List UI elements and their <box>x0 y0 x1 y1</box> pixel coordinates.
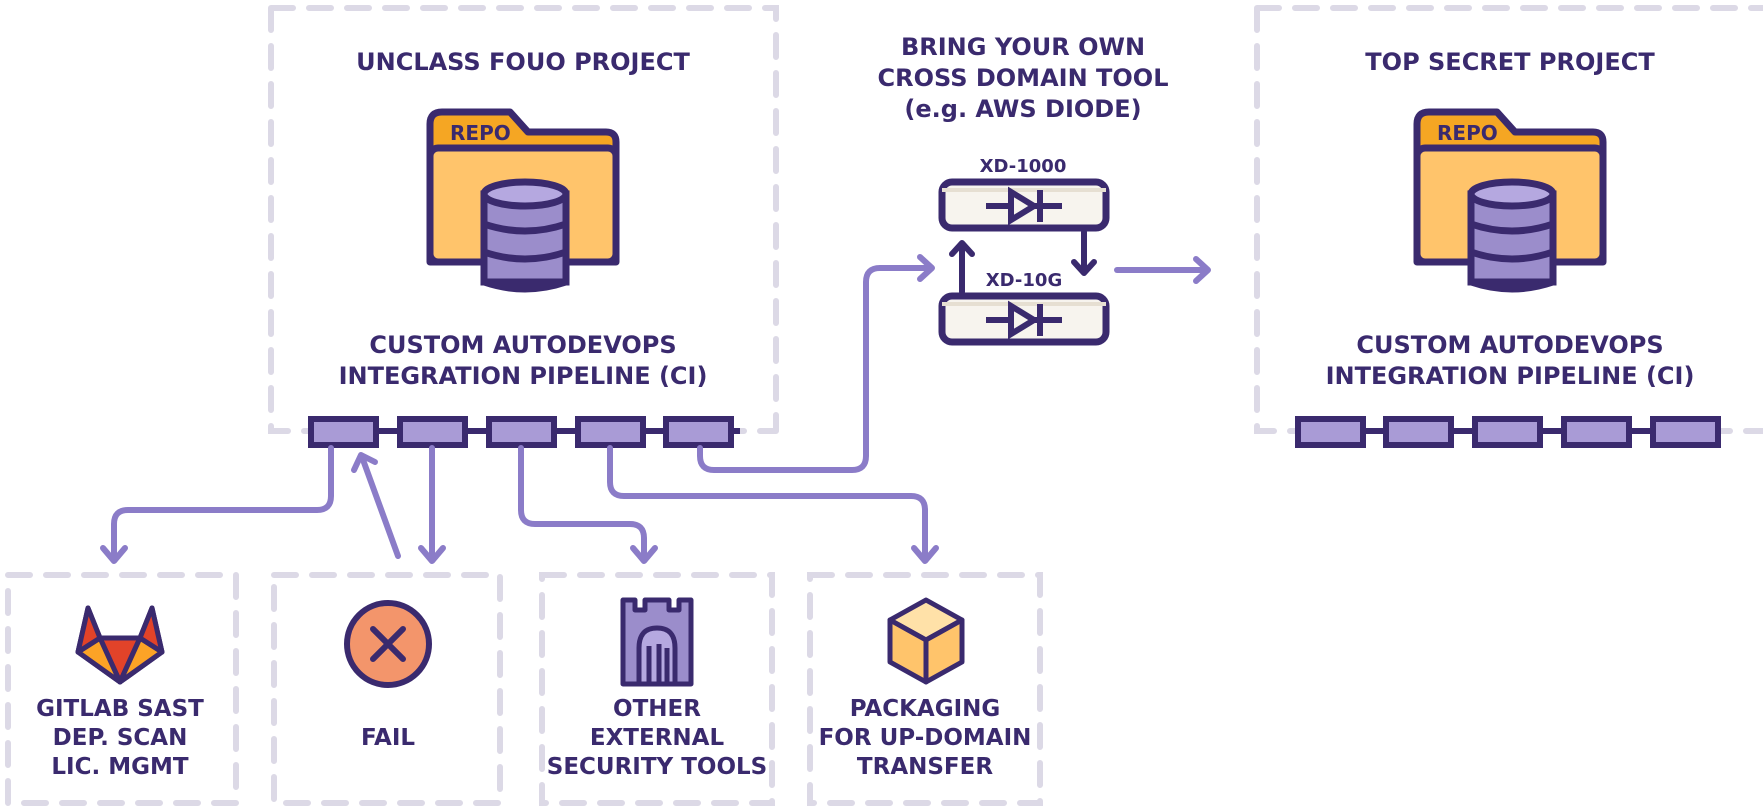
diode-icon <box>986 186 1062 226</box>
left-pipeline-label-1: CUSTOM AUTODEVOPS <box>369 331 676 359</box>
right-repo-folder-icon: REPO <box>1413 108 1607 293</box>
pipeline-stage-4[interactable] <box>575 416 646 448</box>
cross-domain-title-1: BRING YOUR OWN <box>901 33 1145 61</box>
device2-label: XD-10G <box>986 270 1062 291</box>
tool-frame-fail <box>271 572 503 806</box>
pipeline-stage-1[interactable] <box>1295 416 1366 448</box>
pipeline-stage-3[interactable] <box>486 416 557 448</box>
tool-frame-gitlab <box>5 572 239 806</box>
svg-text:LIC. MGMT: LIC. MGMT <box>51 754 188 780</box>
gitlab-fox-icon <box>75 605 165 685</box>
left-repo-label: REPO <box>450 121 511 145</box>
right-pipeline-label-1: CUSTOM AUTODEVOPS <box>1356 331 1663 359</box>
tool-label-fail: FAIL <box>361 725 415 751</box>
right-project-title: TOP SECRET PROJECT <box>1365 48 1655 76</box>
svg-text:PACKAGING: PACKAGING <box>850 696 1001 722</box>
device-loop-arrows <box>949 229 1097 295</box>
tool-label-packaging: PACKAGING FOR UP-DOMAIN TRANSFER <box>819 696 1032 780</box>
arrow-to-gitlab <box>111 445 334 563</box>
database-icon <box>480 178 570 293</box>
arrow-from-fail <box>359 454 401 559</box>
right-pipeline <box>1295 416 1721 448</box>
device-xd-1000 <box>938 178 1110 232</box>
tool-frame-external <box>539 572 775 806</box>
svg-text:TRANSFER: TRANSFER <box>857 754 993 780</box>
pipeline-stage-2[interactable] <box>397 416 468 448</box>
svg-text:GITLAB SAST: GITLAB SAST <box>36 696 204 722</box>
left-project-title: UNCLASS FOUO PROJECT <box>356 48 690 76</box>
connector-arrows <box>100 254 1211 564</box>
svg-text:SECURITY TOOLS: SECURITY TOOLS <box>547 754 767 780</box>
diode-icon <box>986 300 1062 340</box>
cross-domain-title-2: CROSS DOMAIN TOOL <box>878 64 1169 92</box>
tool-label-external: OTHER EXTERNAL SECURITY TOOLS <box>547 696 767 780</box>
cross-domain-title-3: (e.g. AWS DIODE) <box>904 95 1141 123</box>
arrow-to-packaging <box>607 445 928 563</box>
x-circle-icon <box>344 600 432 688</box>
svg-text:FOR UP-DOMAIN: FOR UP-DOMAIN <box>819 725 1032 751</box>
left-pipeline-label-2: INTEGRATION PIPELINE (CI) <box>339 362 708 390</box>
svg-text:FAIL: FAIL <box>361 725 415 751</box>
left-pipeline <box>308 416 740 448</box>
pipeline-stage-1[interactable] <box>308 416 379 448</box>
svg-text:OTHER: OTHER <box>613 696 701 722</box>
arrow-to-cross-domain <box>697 265 933 473</box>
right-repo-label: REPO <box>1437 121 1498 145</box>
left-repo-folder-icon: REPO <box>426 108 620 293</box>
right-pipeline-label-2: INTEGRATION PIPELINE (CI) <box>1326 362 1695 390</box>
pipeline-stage-5[interactable] <box>663 416 734 448</box>
arrow-to-external <box>518 445 647 563</box>
database-icon <box>1467 178 1557 293</box>
pipeline-stage-4[interactable] <box>1561 416 1632 448</box>
pipeline-stage-5[interactable] <box>1650 416 1721 448</box>
pipeline-stage-3[interactable] <box>1472 416 1543 448</box>
tool-frame-packaging <box>807 572 1043 806</box>
package-box-icon <box>887 597 965 685</box>
svg-text:EXTERNAL: EXTERNAL <box>590 725 725 751</box>
pipeline-stage-2[interactable] <box>1383 416 1454 448</box>
device1-label: XD-1000 <box>980 156 1067 177</box>
device-xd-10g <box>938 292 1110 346</box>
tool-label-gitlab: GITLAB SAST DEP. SCAN LIC. MGMT <box>36 696 204 780</box>
svg-text:DEP. SCAN: DEP. SCAN <box>53 725 188 751</box>
castle-tower-icon <box>620 597 694 687</box>
